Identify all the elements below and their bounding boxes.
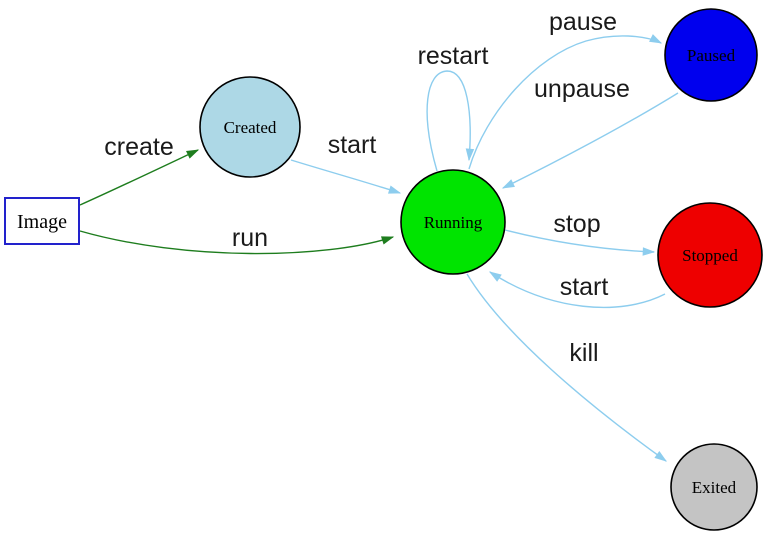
edge-labels: create run start restart pause unpause s…: [104, 8, 630, 367]
edge-create-arrow: [79, 149, 200, 206]
node-running: Running: [400, 169, 506, 275]
edge-start-created-running-arrow: [290, 159, 402, 194]
edge-label-restart: restart: [418, 42, 489, 70]
created-node-label: Created: [224, 118, 277, 137]
edge-pause-arrow: [468, 34, 663, 170]
edge-label-unpause: unpause: [534, 75, 630, 103]
edge-label-start-stopped: start: [560, 273, 609, 301]
edge-label-create: create: [104, 133, 173, 161]
image-node-label: Image: [17, 211, 67, 233]
edge-label-start-created: start: [328, 131, 377, 159]
image-node-box: [4, 197, 80, 245]
stopped-node-label: Stopped: [682, 246, 738, 265]
node-created: Created: [199, 76, 301, 178]
node-stopped: Stopped: [657, 202, 763, 308]
node-image: Image: [4, 197, 80, 245]
paused-node-label: Paused: [687, 46, 736, 65]
edge-restart-self-loop-arrow: [426, 70, 475, 172]
node-paused: Paused: [664, 8, 758, 102]
edge-label-kill: kill: [569, 339, 598, 367]
exited-node-label: Exited: [692, 478, 737, 497]
edge-unpause-arrow: [501, 92, 679, 189]
edge-run-arrow: [79, 230, 395, 255]
edges: [79, 34, 679, 462]
node-exited: Exited: [670, 443, 758, 531]
edge-label-run: run: [232, 224, 268, 252]
running-node-circle: [400, 169, 506, 275]
edge-start-stopped-running-arrow: [488, 271, 666, 309]
paused-node-circle: [664, 8, 758, 102]
created-node-circle: [199, 76, 301, 178]
edge-label-pause: pause: [549, 8, 617, 36]
exited-node-circle: [670, 443, 758, 531]
edge-kill-arrow: [466, 273, 668, 462]
edge-label-stop: stop: [553, 210, 600, 238]
edge-stop-arrow: [504, 229, 656, 256]
running-node-label: Running: [424, 213, 483, 232]
stopped-node-circle: [657, 202, 763, 308]
